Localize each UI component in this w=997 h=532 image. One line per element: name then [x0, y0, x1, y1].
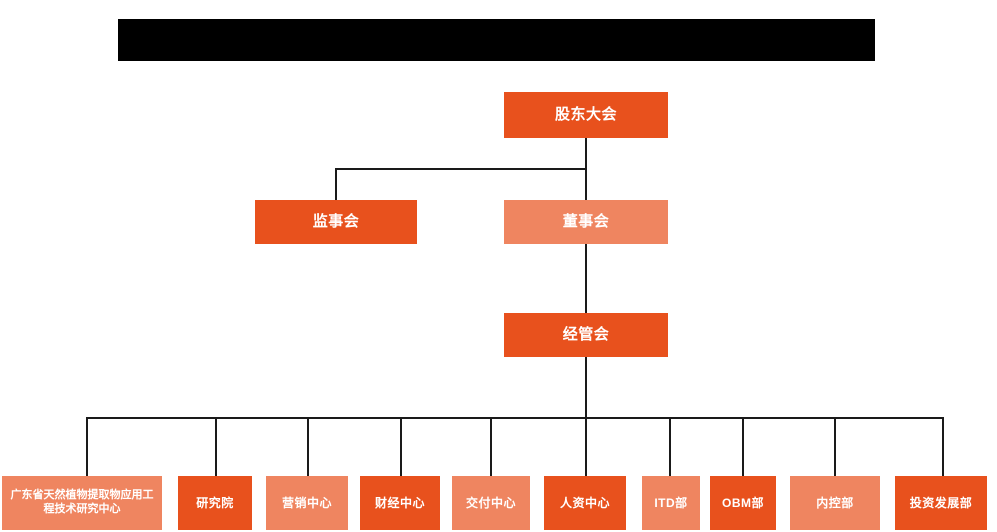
node-internal-control[interactable]: 内控部 [790, 476, 880, 530]
node-delivery[interactable]: 交付中心 [452, 476, 530, 530]
redacted-title-banner [118, 19, 875, 61]
connector-to-internal-control [834, 417, 836, 476]
connector-to-delivery [490, 417, 492, 476]
connector-to-marketing [307, 417, 309, 476]
connector-management-stem [585, 357, 587, 418]
connector-bottom-bus [86, 417, 944, 419]
node-investment[interactable]: 投资发展部 [895, 476, 987, 530]
node-obm[interactable]: OBM部 [710, 476, 776, 530]
connector-to-hr [585, 417, 587, 476]
connector-shareholders-stem [585, 138, 587, 170]
node-management[interactable]: 经管会 [504, 313, 668, 357]
connector-level1-bus [335, 168, 587, 170]
node-shareholders[interactable]: 股东大会 [504, 92, 668, 138]
node-marketing[interactable]: 营销中心 [266, 476, 348, 530]
connector-directors-to-management [585, 243, 587, 313]
connector-to-research-center [86, 417, 88, 476]
node-supervisors[interactable]: 监事会 [255, 200, 417, 244]
connector-to-directors [585, 168, 587, 201]
connector-to-investment [942, 417, 944, 476]
node-directors[interactable]: 董事会 [504, 200, 668, 244]
node-research-center[interactable]: 广东省天然植物提取物应用工程技术研究中心 [2, 476, 162, 530]
node-finance[interactable]: 财经中心 [360, 476, 440, 530]
node-institute[interactable]: 研究院 [178, 476, 252, 530]
node-hr[interactable]: 人资中心 [544, 476, 626, 530]
node-itd[interactable]: ITD部 [642, 476, 700, 530]
connector-to-itd [669, 417, 671, 476]
connector-to-finance [400, 417, 402, 476]
connector-to-obm [742, 417, 744, 476]
connector-to-supervisors [335, 168, 337, 201]
connector-to-institute [215, 417, 217, 476]
